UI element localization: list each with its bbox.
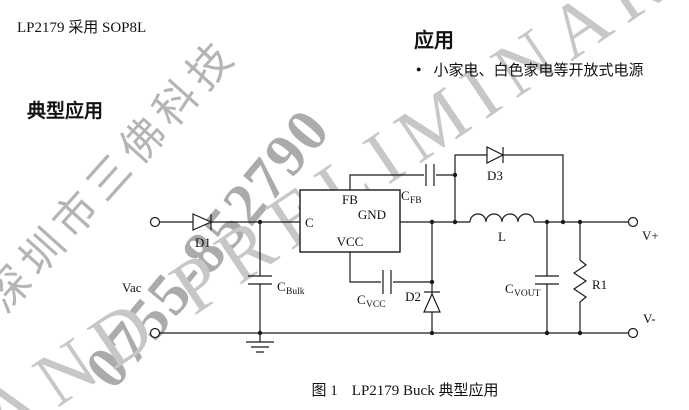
d3-label: D3 <box>487 168 503 183</box>
package-note: LP2179 采用 SOP8L <box>17 20 147 36</box>
section-title-application: 应用 <box>414 30 454 52</box>
ic-pin-fb: FB <box>342 192 358 207</box>
ic-pin-c: C <box>305 215 314 230</box>
cvout-label-sub: VOUT <box>514 289 541 299</box>
input-terminal-bottom <box>149 327 161 339</box>
vminus-label: V- <box>643 311 656 326</box>
d3-branch <box>454 154 564 222</box>
ic-pin-vcc: VCC <box>337 234 364 249</box>
output-terminal-vplus <box>627 216 639 228</box>
cvcc-label-sub: VCC <box>366 300 386 310</box>
vac-label: Vac <box>122 280 142 295</box>
d3-diode-icon <box>486 146 505 164</box>
cbulk-label-sub: Bulk <box>286 287 305 297</box>
application-bullet-text: 小家电、白色家电等开放式电源 <box>433 63 644 79</box>
cbulk-label: C <box>277 279 286 294</box>
ground-icon <box>246 333 274 353</box>
cvout-label: C <box>505 281 514 296</box>
cfb-capacitor-path <box>349 164 455 190</box>
bullet-icon: ● <box>416 64 422 74</box>
l-label: L <box>498 229 506 244</box>
cfb-label-sub: FB <box>410 196 422 206</box>
d2-diode-icon <box>423 292 441 313</box>
r1-label: R1 <box>592 277 607 292</box>
cfb-label: C <box>401 188 410 203</box>
section-title-typical-application: 典型应用 <box>27 101 104 122</box>
figure-caption-text: LP2179 Buck 典型应用 <box>351 383 499 399</box>
output-terminal-vminus <box>627 327 639 339</box>
figure-caption: 图 1 LP2179 Buck 典型应用 <box>312 379 499 400</box>
junction-dots <box>257 172 583 336</box>
input-terminal-top <box>149 216 161 228</box>
cvout-capacitor <box>535 222 559 333</box>
d1-label: D1 <box>195 235 211 250</box>
cvcc-capacitor-path <box>349 252 432 294</box>
d2-label: D2 <box>405 289 421 304</box>
cvcc-label: C <box>357 292 366 307</box>
ic-pin-gnd: GND <box>358 207 386 222</box>
application-bullet-row: ● 小家电、白色家电等开放式电源 <box>416 59 643 80</box>
d1-diode-icon <box>192 213 213 231</box>
figure-caption-number: 图 1 <box>311 383 338 399</box>
cbulk-capacitor <box>248 222 272 333</box>
r1-resistor <box>572 222 588 333</box>
vplus-label: V+ <box>642 228 659 243</box>
l-inductor-icon <box>469 213 535 223</box>
